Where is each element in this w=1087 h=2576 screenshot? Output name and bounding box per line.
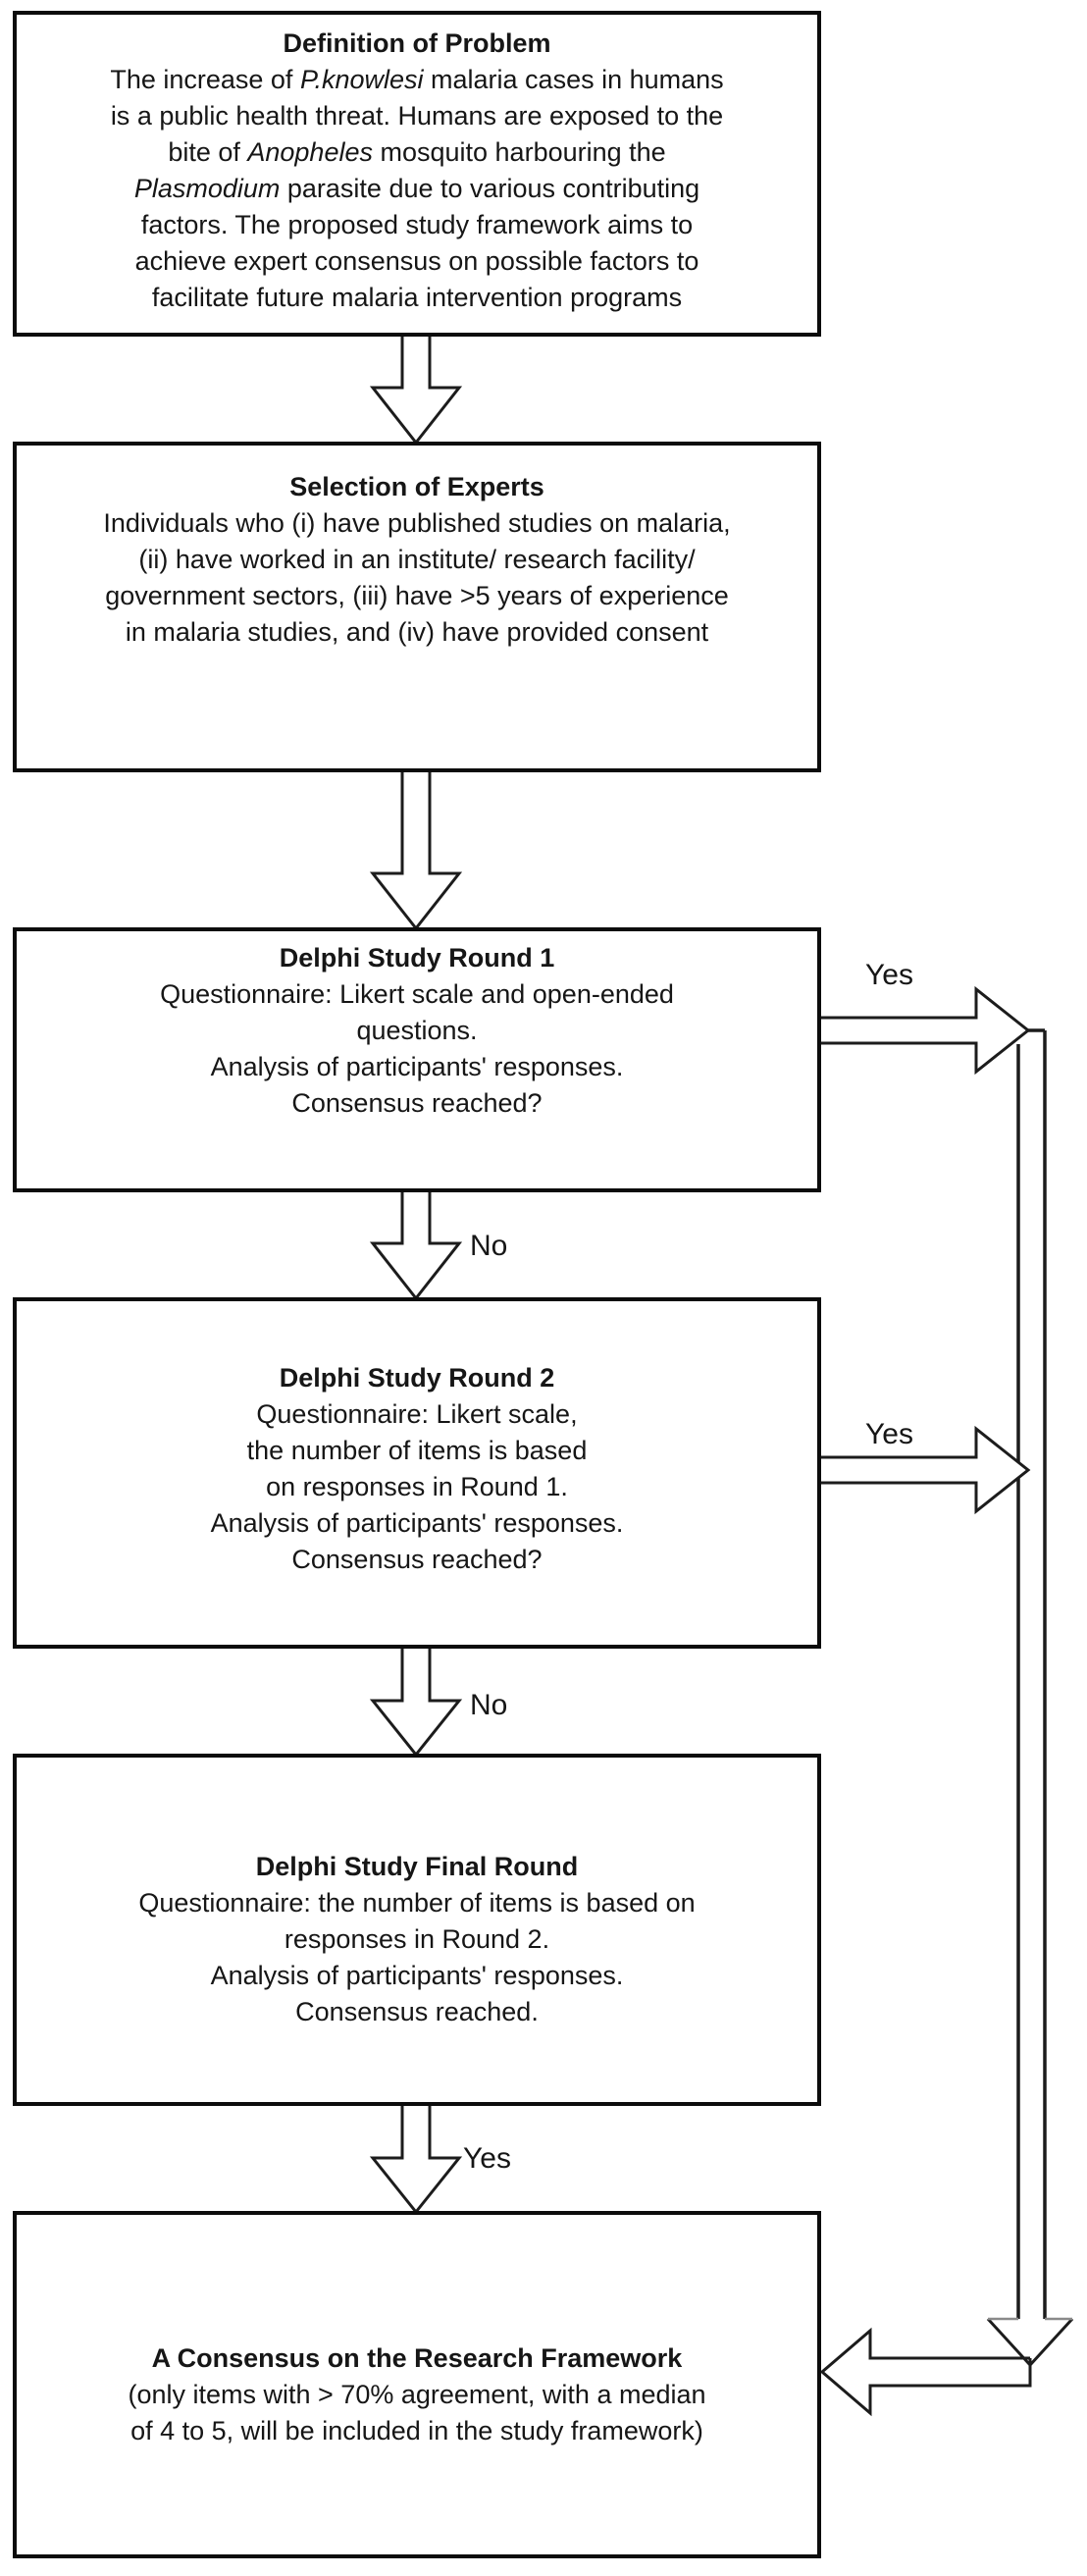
- box-line: Consensus reached?: [291, 1088, 543, 1118]
- down-arrow-problem-experts: [369, 334, 463, 446]
- box-body: Questionnaire: Likert scale, the number o…: [17, 1396, 817, 1578]
- feedback-downhead-right-wing: [1028, 2317, 1074, 2367]
- feedback-downhead-left-wing: [986, 2317, 1032, 2367]
- box-line: Analysis of participants' responses.: [210, 1961, 624, 1990]
- box-line: Consensus reached.: [295, 1997, 539, 2026]
- box-line: Consensus reached?: [291, 1545, 543, 1574]
- yes-arrow-round2: [820, 1425, 1031, 1515]
- box-line: Questionnaire: Likert scale,: [256, 1399, 578, 1429]
- box-line: (only items with > 70% agreement, with a…: [128, 2380, 706, 2409]
- box-title: Definition of Problem: [283, 28, 551, 58]
- box-line: of 4 to 5, will be included in the study…: [130, 2416, 703, 2445]
- box-line: achieve expert consensus on possible fac…: [134, 246, 699, 276]
- box-line: responses in Round 2.: [284, 1924, 550, 1954]
- box-line: facilitate future malaria intervention p…: [151, 283, 683, 312]
- box-line: Analysis of participants' responses.: [210, 1508, 624, 1538]
- box-line: Analysis of participants' responses.: [210, 1052, 624, 1081]
- box-title: Delphi Study Round 2: [279, 1363, 555, 1393]
- box-line: Questionnaire: the number of items is ba…: [138, 1888, 696, 1918]
- box-line: the number of items is based: [246, 1436, 588, 1465]
- flow-box-round1: Delphi Study Round 1 Questionnaire: Like…: [13, 927, 821, 1192]
- box-title: Delphi Study Final Round: [255, 1852, 579, 1881]
- feedback-left-arrow: [819, 2327, 1032, 2417]
- yes-arrow-round1: [820, 985, 1031, 1076]
- box-line: bite of Anopheles mosquito harbouring th…: [168, 137, 666, 167]
- edge-label-yes-final: Yes: [463, 2142, 511, 2175]
- box-title: Delphi Study Round 1: [279, 943, 555, 973]
- edge-label-yes-round1: Yes: [865, 959, 913, 991]
- box-line: government sectors, (iii) have >5 years …: [105, 581, 729, 610]
- box-line: on responses in Round 1.: [266, 1472, 568, 1501]
- box-line: in malaria studies, and (iv) have provid…: [125, 617, 709, 647]
- no-arrow-round2-final: [369, 1647, 463, 1758]
- box-line: (ii) have worked in an institute/ resear…: [138, 545, 696, 574]
- box-line: factors. The proposed study framework ai…: [140, 210, 694, 239]
- box-line: Plasmodium parasite due to various contr…: [133, 174, 700, 203]
- no-arrow-round1-round2: [369, 1188, 463, 1301]
- box-body: Individuals who (i) have published studi…: [17, 505, 817, 651]
- down-arrow-experts-round1: [369, 769, 463, 931]
- edge-label-yes-round2: Yes: [865, 1418, 913, 1450]
- box-body: Questionnaire: Likert scale and open-end…: [17, 976, 817, 1122]
- yes-arrow-final-consensus: [369, 2104, 463, 2215]
- box-line: The increase of P.knowlesi malaria cases…: [110, 65, 724, 94]
- flow-box-round2: Delphi Study Round 2 Questionnaire: Like…: [13, 1297, 821, 1649]
- box-title: A Consensus on the Research Framework: [151, 2343, 683, 2373]
- box-body: (only items with > 70% agreement, with a…: [17, 2377, 817, 2449]
- box-line: is a public health threat. Humans are ex…: [110, 101, 724, 131]
- box-line: Questionnaire: Likert scale and open-end…: [160, 979, 674, 1009]
- box-line: questions.: [356, 1016, 478, 1045]
- flow-box-experts: Selection of Experts Individuals who (i)…: [13, 442, 821, 772]
- box-body: Questionnaire: the number of items is ba…: [17, 1885, 817, 2030]
- flow-box-consensus: A Consensus on the Research Framework (o…: [13, 2211, 821, 2558]
- box-body: The increase of P.knowlesi malaria cases…: [17, 62, 817, 316]
- box-line: Individuals who (i) have published studi…: [103, 508, 731, 538]
- edge-label-no-round1: No: [470, 1230, 508, 1262]
- edge-label-no-round2: No: [470, 1689, 508, 1721]
- flow-box-problem: Definition of Problem The increase of P.…: [13, 11, 821, 337]
- flow-box-final-round: Delphi Study Final Round Questionnaire: …: [13, 1754, 821, 2106]
- box-title: Selection of Experts: [289, 472, 544, 501]
